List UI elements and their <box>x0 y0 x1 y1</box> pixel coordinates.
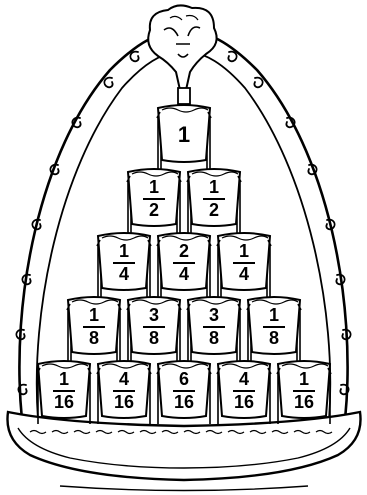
scroll-ornament-icon <box>104 78 112 88</box>
cup <box>247 297 301 354</box>
cup <box>127 297 181 354</box>
cup <box>217 233 271 290</box>
scroll-ornament-icon <box>228 52 236 62</box>
cup <box>157 233 211 290</box>
cup <box>97 361 151 418</box>
cup <box>97 233 151 290</box>
cup <box>67 297 121 354</box>
cup <box>187 169 241 226</box>
cup <box>157 361 211 418</box>
cup <box>157 105 211 162</box>
cup <box>37 361 91 418</box>
basin <box>7 412 360 491</box>
cup <box>277 361 331 418</box>
cup <box>187 297 241 354</box>
cup <box>217 361 271 418</box>
fountain-head-icon <box>148 5 216 104</box>
scroll-ornament-icon <box>130 52 138 62</box>
cup <box>127 169 181 226</box>
scroll-ornament-icon <box>254 78 262 88</box>
cup-shapes <box>37 105 331 418</box>
